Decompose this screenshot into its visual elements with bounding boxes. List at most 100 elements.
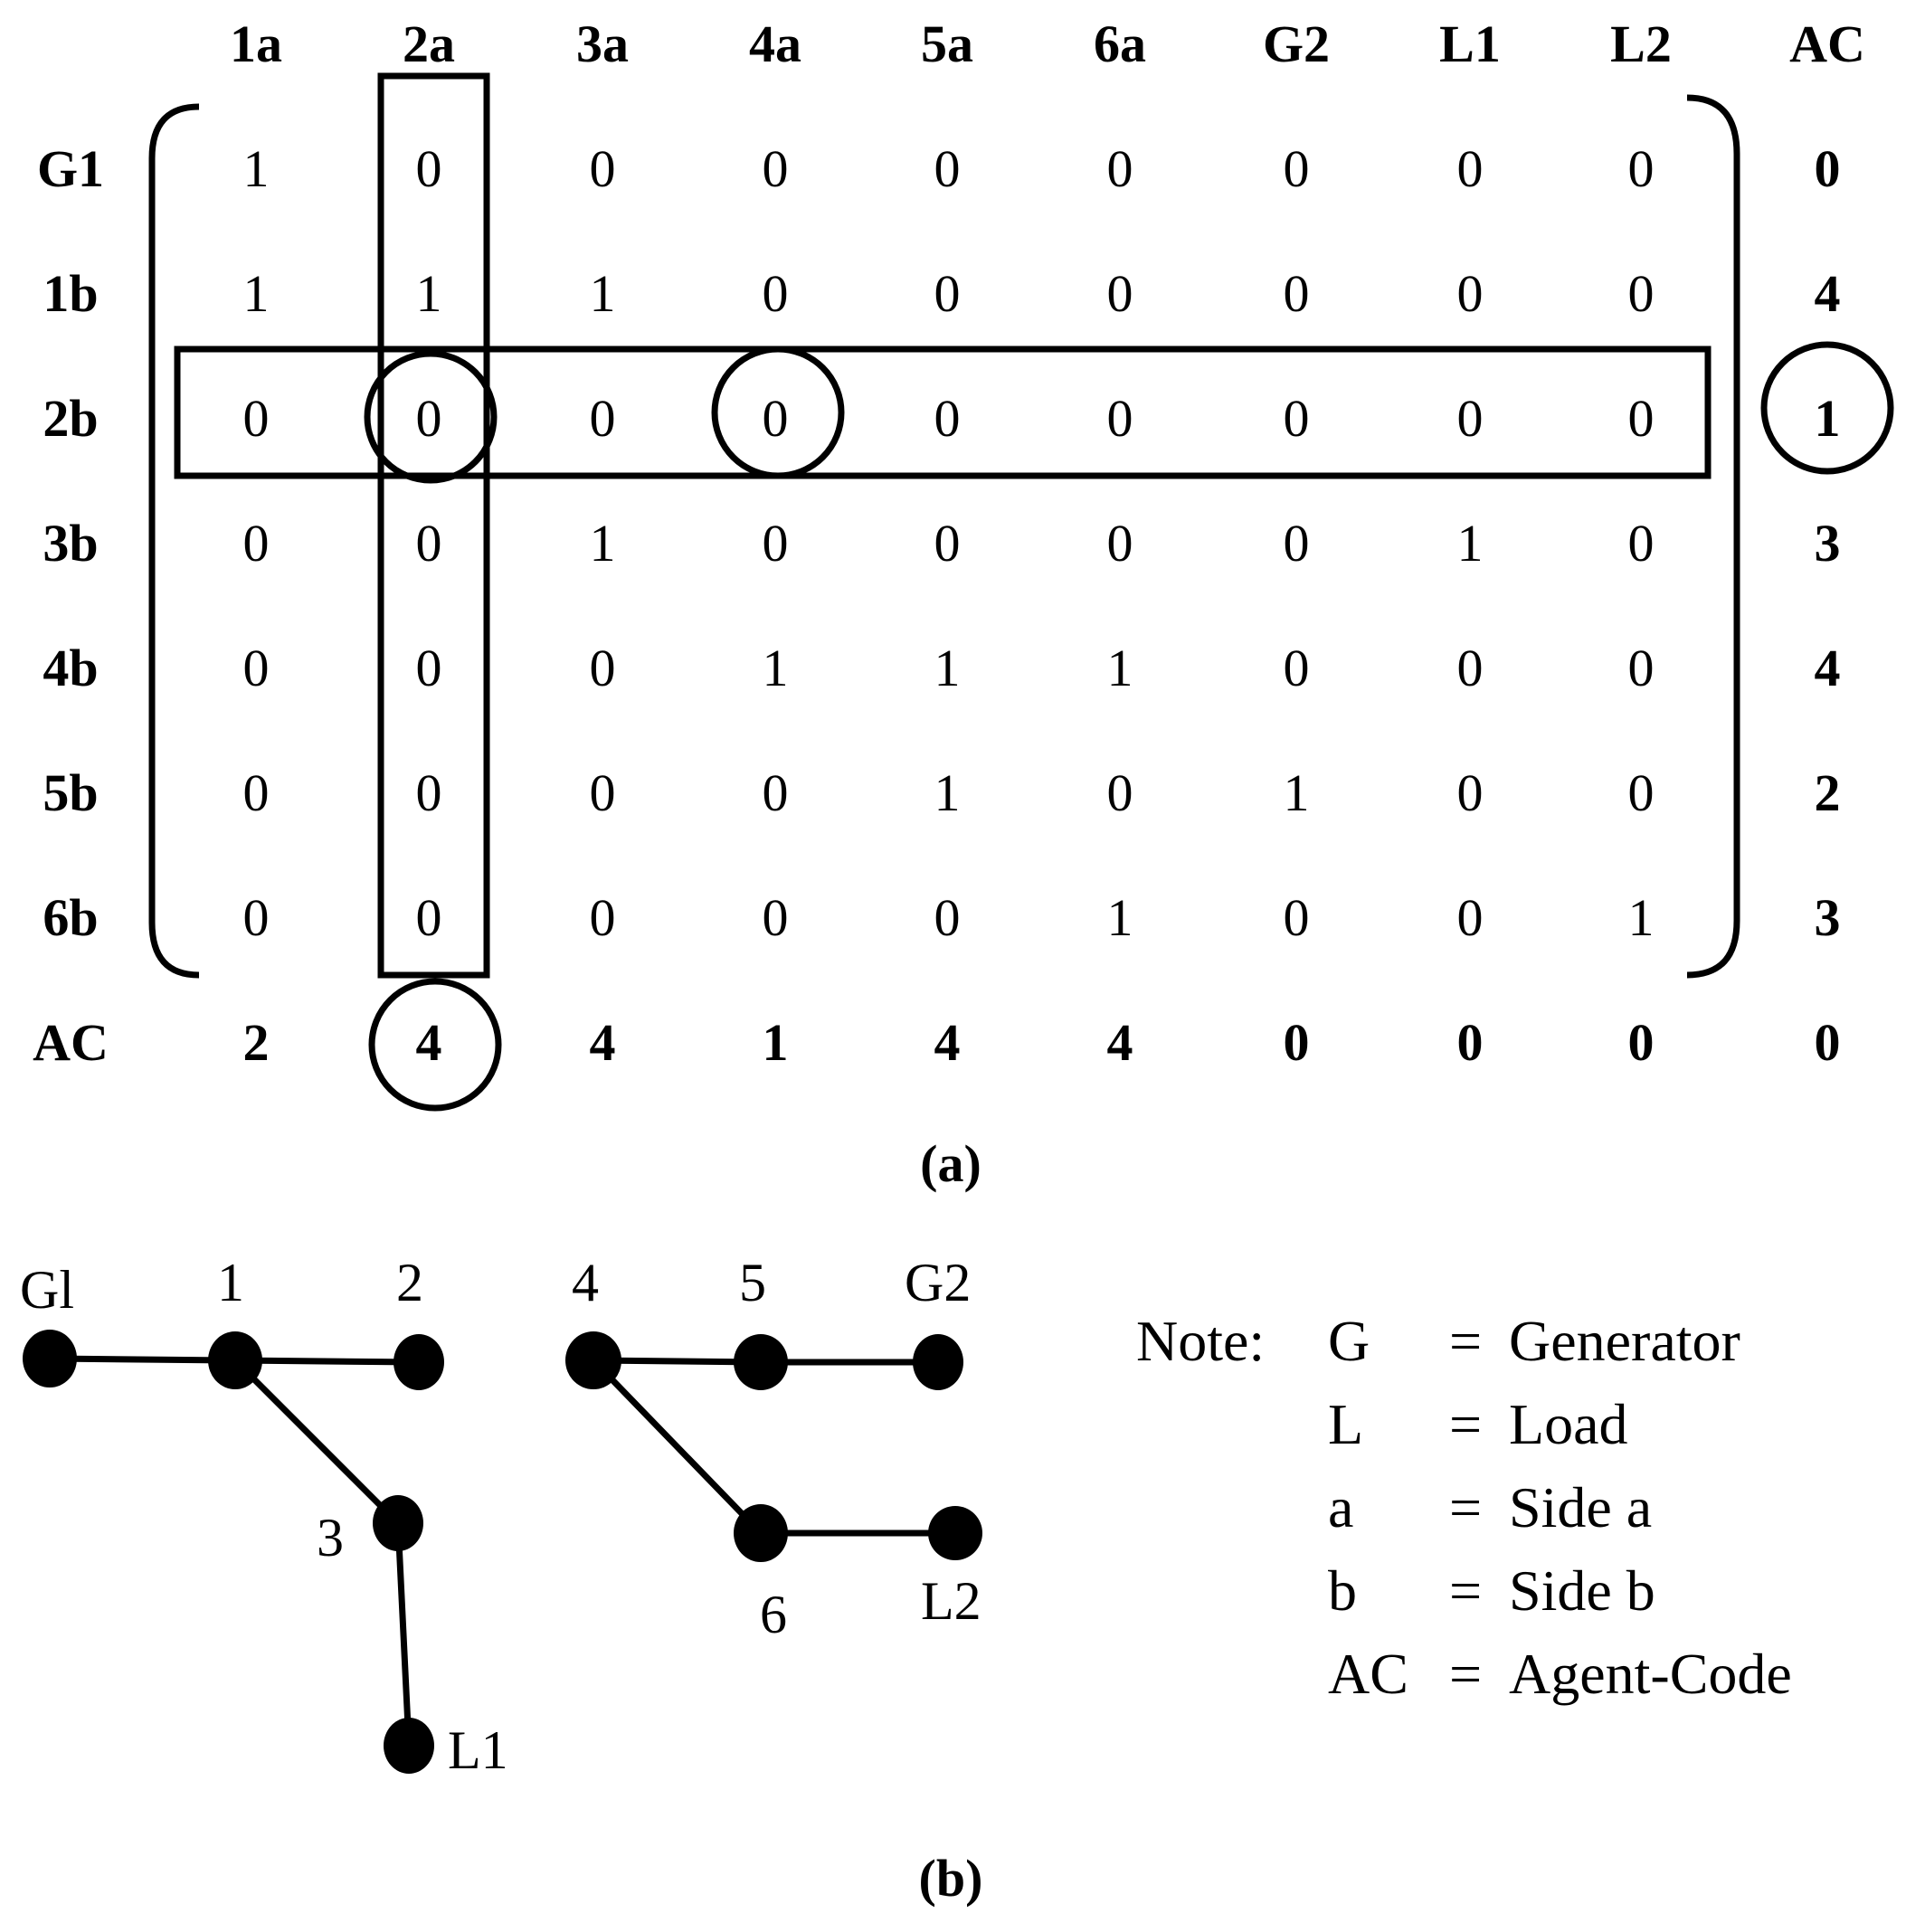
caption-b: (b)	[919, 1849, 983, 1908]
edge-1-3	[232, 1357, 402, 1527]
circle-col-code-2a	[368, 978, 502, 1112]
matrix-cell: 0	[1107, 514, 1133, 573]
label-4: 4	[572, 1253, 599, 1312]
label-g1: Gl	[20, 1260, 74, 1320]
matrix-cell: 0	[763, 514, 789, 573]
matrix-cell: 0	[416, 389, 442, 448]
label-l1: L1	[448, 1720, 508, 1780]
label-5: 5	[739, 1253, 766, 1312]
column-agent-code: 4	[1107, 1013, 1133, 1072]
matrix-cell: 0	[1628, 763, 1655, 822]
col-header-1a: 1a	[230, 14, 282, 73]
matrix-cell: 0	[243, 763, 270, 822]
graph-nodes	[23, 1330, 982, 1774]
column-agent-code: 1	[763, 1013, 789, 1072]
row-agent-code: 3	[1815, 514, 1841, 573]
matrix-cell: 0	[934, 264, 961, 323]
row-agent-code: 1	[1815, 389, 1841, 448]
matrix-cell: 0	[416, 514, 442, 573]
row-header-4b: 4b	[43, 639, 98, 697]
column-agent-code: 4	[416, 1013, 442, 1072]
note-key-l: L	[1328, 1392, 1363, 1456]
col-header-g2: G2	[1263, 14, 1330, 73]
matrix-cell: 0	[1284, 264, 1310, 323]
note-eq-a: =	[1449, 1475, 1482, 1539]
node-l2	[928, 1506, 982, 1560]
graph-node-labels: Gl 1 2 3 L1 4 5 G2 6 L2	[20, 1253, 981, 1780]
column-headers: 1a 2a 3a 4a 5a 6a G2 L1 L2 AC	[230, 14, 1865, 73]
matrix-cell: 0	[934, 514, 961, 573]
row-header-3b: 3b	[43, 514, 98, 573]
note-eq-ac: =	[1449, 1642, 1482, 1706]
note-value-b: Side b	[1509, 1558, 1655, 1623]
column-agent-code: 2	[243, 1013, 270, 1072]
matrix-cell: 0	[1457, 389, 1484, 448]
matrix-cell: 0	[763, 264, 789, 323]
column-agent-code: 0	[1815, 1013, 1841, 1072]
edge-3-l1	[394, 1520, 412, 1749]
matrix-cell: 0	[934, 888, 961, 947]
node-1	[208, 1331, 262, 1389]
row-agent-code: 4	[1815, 264, 1841, 323]
row-agent-code: 4	[1815, 639, 1841, 697]
note-eq-b: =	[1449, 1558, 1482, 1623]
matrix-cell: 1	[1628, 888, 1655, 947]
network-panel: Gl 1 2 3 L1 4 5 G2 6 L2 Note: G = Genera…	[20, 1253, 1792, 1908]
matrix-cell: 1	[243, 264, 270, 323]
matrix-cell: 0	[1457, 264, 1484, 323]
label-3: 3	[317, 1508, 344, 1567]
label-1: 1	[217, 1253, 244, 1312]
column-agent-code: 0	[1628, 1013, 1655, 1072]
matrix-cell: 0	[416, 639, 442, 697]
note-key-b: b	[1328, 1558, 1357, 1623]
col-header-2a: 2a	[403, 14, 455, 73]
row-agent-code: 2	[1815, 763, 1841, 822]
matrix-cell: 1	[1284, 763, 1310, 822]
label-2: 2	[396, 1253, 423, 1312]
label-l2: L2	[921, 1571, 981, 1631]
matrix-cell: 0	[1284, 514, 1310, 573]
matrix-cell: 1	[590, 264, 616, 323]
matrix-cell: 1	[1107, 888, 1133, 947]
matrix-cell: 0	[590, 888, 616, 947]
matrix-cell: 0	[1107, 264, 1133, 323]
matrix-cell: 0	[934, 139, 961, 198]
col-header-3a: 3a	[576, 14, 629, 73]
matrix-cell: 0	[1628, 264, 1655, 323]
edge-4-6	[590, 1357, 764, 1537]
matrix-cell: 0	[416, 139, 442, 198]
circle-row-code-2b	[1760, 341, 1894, 475]
matrix-cell: 0	[590, 389, 616, 448]
matrix-cell: 1	[1457, 514, 1484, 573]
matrix-cell: 0	[416, 763, 442, 822]
matrix-cell: 0	[243, 888, 270, 947]
note-eq-g: =	[1449, 1309, 1482, 1373]
col-header-5a: 5a	[921, 14, 973, 73]
matrix-cell: 1	[1107, 639, 1133, 697]
matrix-cell: 1	[934, 763, 961, 822]
note-title: Note:	[1136, 1309, 1265, 1373]
matrix-cell: 0	[1284, 389, 1310, 448]
edge-1-2	[232, 1357, 422, 1366]
row-header-ac: AC	[33, 1013, 109, 1072]
matrix-cell: 0	[1457, 139, 1484, 198]
matrix-cell: 1	[416, 264, 442, 323]
node-g1	[23, 1330, 77, 1387]
matrix-cell: 0	[1628, 514, 1655, 573]
matrix-cell: 0	[590, 139, 616, 198]
matrix-cell: 0	[243, 514, 270, 573]
column-agent-code: 4	[934, 1013, 961, 1072]
row-header-g1: G1	[37, 139, 104, 198]
col-header-4a: 4a	[749, 14, 801, 73]
matrix-cell: 1	[243, 139, 270, 198]
matrix-cell: 0	[590, 639, 616, 697]
note-value-g: Generator	[1509, 1309, 1740, 1373]
col-header-ac: AC	[1789, 14, 1865, 73]
matrix-cell: 0	[763, 139, 789, 198]
matrix-cell: 0	[1107, 389, 1133, 448]
matrix-cell: 1	[763, 639, 789, 697]
matrix-cell: 0	[1628, 389, 1655, 448]
